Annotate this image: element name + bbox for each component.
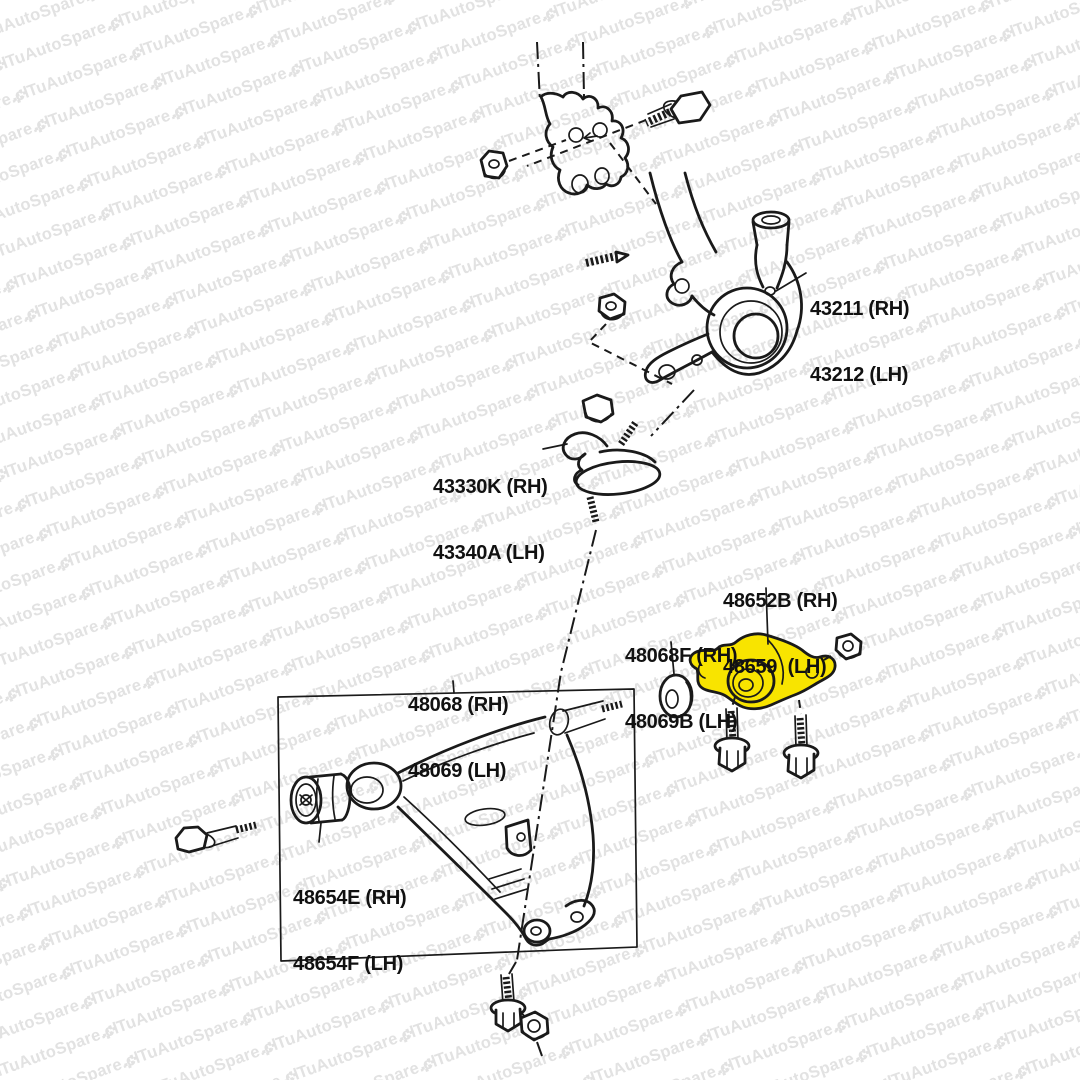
part-label-lower-control-arm: 48068 (RH) 48069 (LH) [408, 650, 509, 826]
leader-dash [508, 139, 567, 162]
part-label-ball-joint: 43330K (RH) 43340A (LH) [433, 432, 548, 608]
strut-bolt-drawing [644, 90, 712, 128]
leader-line [765, 587, 769, 645]
leader-dash [587, 323, 673, 385]
arm-bolt-drawing [174, 821, 257, 854]
bracket-nut-drawing [821, 632, 863, 662]
part-number: 48654F (LH) [293, 953, 404, 975]
part-number: 43211 (RH) [810, 298, 910, 320]
leader-line [670, 641, 675, 675]
steering-knuckle-drawing [643, 171, 803, 384]
part-number: 48069 (LH) [408, 760, 507, 782]
part-label-arm-rear-bracket: 48652B (RH) 48659 (LH) [723, 546, 838, 722]
pivot-bolt-drawing [489, 973, 527, 1033]
arm-rear-bracket-drawing [688, 632, 837, 711]
pivot-nut-drawing [519, 1010, 550, 1042]
strut-bracket-drawing [539, 90, 630, 196]
alignment-arrow-icon [583, 132, 598, 142]
part-number: 48069B (LH) [625, 711, 738, 733]
strut-nut-drawing [479, 149, 509, 180]
part-label-camber-washer: 48068F (RH) 48069B (LH) [625, 601, 738, 777]
stud-drawing [585, 250, 630, 267]
arm-bushing-drawing [289, 772, 352, 825]
bracket-bolt-drawing [713, 696, 751, 773]
part-number: 48652B (RH) [723, 590, 838, 612]
part-number: 43212 (LH) [810, 364, 909, 386]
ball-joint-drawing [561, 393, 662, 523]
leader-dash [526, 119, 647, 167]
part-number: 48068 (RH) [408, 694, 509, 716]
leader-line [318, 822, 322, 843]
leader-line [452, 680, 455, 694]
part-number: 48068F (RH) [625, 645, 738, 667]
part-number: 48659 (LH) [723, 656, 827, 678]
part-label-arm-bushing: 48654E (RH) 48654F (LH) [293, 843, 407, 1019]
leader-line [542, 443, 568, 450]
leader-dash [609, 142, 657, 205]
part-number: 48654E (RH) [293, 887, 407, 909]
part-label-steering-knuckle: 43211 (RH) 43212 (LH) [810, 254, 910, 430]
lower-control-arm-drawing [345, 700, 623, 947]
camber-washer-drawing [658, 673, 694, 719]
control-arm-box [277, 688, 638, 962]
part-number: 43330K (RH) [433, 476, 548, 498]
leader-line [775, 272, 807, 292]
bracket-bolt-drawing [782, 699, 820, 780]
knuckle-nut-drawing [597, 292, 627, 321]
strut-tube-drawing [536, 41, 585, 103]
part-number: 43340A (LH) [433, 542, 545, 564]
